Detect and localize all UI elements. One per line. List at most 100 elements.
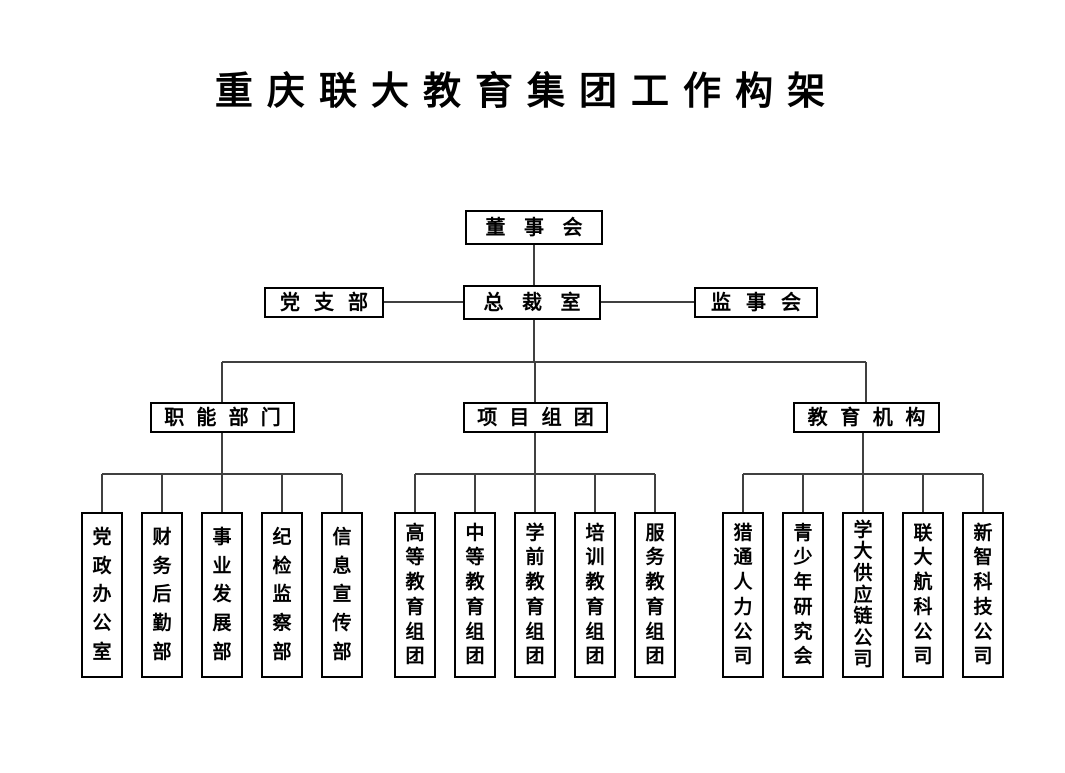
- org-box-party-admin-office: 党政办公室: [81, 512, 123, 678]
- label-char: 育: [405, 596, 425, 618]
- org-box-business-development-dept: 事业发展部: [201, 512, 243, 678]
- label-char: 室: [92, 642, 112, 664]
- label-char: 培: [585, 522, 605, 544]
- label-char: 研: [793, 596, 813, 618]
- label-char: 组: [465, 621, 485, 643]
- org-box-president-office: 总裁室: [463, 285, 601, 320]
- label-char: 团: [585, 646, 605, 668]
- label-char: 链: [853, 606, 873, 628]
- label-char: 大: [370, 71, 409, 113]
- label-char: 联: [913, 522, 933, 544]
- org-box-party-branch: 党支部: [264, 287, 384, 318]
- label-char: 务: [645, 547, 665, 569]
- label-char: 公: [733, 621, 753, 643]
- org-box-training-education-group: 培训教育组团: [574, 512, 616, 678]
- label-char: 团: [465, 646, 485, 668]
- page-title: 重庆联大教育集团工作构架: [0, 60, 1040, 115]
- label-char: 育: [840, 406, 861, 429]
- label-char: 职: [164, 406, 185, 429]
- label-char: 中: [465, 522, 485, 544]
- label-char: 育: [645, 596, 665, 618]
- label-char: 教: [645, 572, 665, 594]
- label-char: 项: [477, 406, 498, 429]
- label-char: 究: [793, 621, 813, 643]
- label-char: 宣: [332, 584, 352, 606]
- label-char: 会: [793, 646, 813, 668]
- org-box-discipline-inspection-dept: 纪检监察部: [261, 512, 303, 678]
- label-char: 组: [405, 621, 425, 643]
- label-char: 联: [318, 71, 357, 113]
- label-char: 能: [196, 406, 217, 429]
- label-char: 团: [405, 646, 425, 668]
- label-char: 总: [483, 291, 504, 314]
- label-char: 航: [913, 572, 933, 594]
- label-char: 构: [905, 406, 926, 429]
- label-char: 监: [272, 584, 292, 606]
- label-char: 事: [524, 216, 544, 239]
- label-char: 办: [92, 584, 112, 606]
- label-char: 部: [332, 642, 352, 664]
- label-char: 裁: [522, 291, 542, 314]
- label-char: 息: [332, 555, 352, 577]
- label-char: 事: [212, 526, 232, 548]
- label-char: 传: [332, 613, 352, 635]
- label-char: 纪: [272, 526, 292, 548]
- label-char: 会: [562, 216, 583, 239]
- label-char: 门: [260, 406, 281, 429]
- label-char: 服: [645, 522, 665, 544]
- label-char: 前: [525, 547, 545, 569]
- label-char: 团: [645, 646, 665, 668]
- label-char: 大: [853, 541, 873, 563]
- label-char: 团: [525, 646, 545, 668]
- label-char: 学: [853, 519, 873, 541]
- label-char: 作: [683, 71, 722, 113]
- org-box-service-education-group: 服务教育组团: [634, 512, 676, 678]
- label-char: 科: [913, 596, 933, 618]
- label-char: 供: [853, 562, 873, 584]
- label-char: 司: [853, 649, 873, 671]
- label-char: 部: [212, 642, 232, 664]
- label-char: 等: [405, 547, 425, 569]
- org-box-xueda-supply-chain-company: 学大供应链公司: [842, 512, 884, 678]
- label-char: 教: [525, 572, 545, 594]
- label-char: 司: [733, 646, 753, 668]
- label-char: 猎: [733, 522, 753, 544]
- label-char: 组: [645, 621, 665, 643]
- label-char: 勤: [152, 613, 172, 635]
- label-char: 青: [793, 522, 813, 544]
- label-char: 组: [541, 406, 562, 429]
- label-char: 教: [465, 572, 485, 594]
- label-char: 智: [973, 547, 993, 569]
- label-char: 监: [711, 291, 731, 314]
- label-char: 事: [746, 291, 766, 314]
- label-char: 通: [733, 547, 753, 569]
- label-char: 目: [509, 406, 530, 429]
- label-char: 部: [228, 406, 249, 429]
- label-char: 公: [913, 621, 933, 643]
- label-char: 公: [973, 621, 993, 643]
- label-char: 新: [973, 522, 993, 544]
- label-char: 年: [793, 572, 813, 594]
- label-char: 室: [560, 291, 581, 314]
- org-box-finance-logistics-dept: 财务后勤部: [141, 512, 183, 678]
- label-char: 育: [474, 71, 513, 113]
- org-box-board-of-directors: 董事会: [465, 210, 603, 245]
- label-char: 训: [585, 547, 605, 569]
- org-box-youth-research-association: 青少年研究会: [782, 512, 824, 678]
- label-char: 组: [585, 621, 605, 643]
- label-char: 财: [152, 526, 172, 548]
- label-char: 庆: [266, 71, 305, 113]
- org-box-lianda-hangke-company: 联大航科公司: [902, 512, 944, 678]
- label-char: 董: [485, 216, 506, 239]
- label-char: 人: [733, 572, 753, 594]
- label-char: 会: [781, 291, 801, 314]
- label-char: 育: [525, 596, 545, 618]
- label-char: 支: [314, 291, 334, 314]
- label-char: 司: [913, 646, 933, 668]
- org-box-higher-education-group: 高等教育组团: [394, 512, 436, 678]
- label-char: 集: [527, 71, 566, 113]
- label-char: 部: [272, 642, 292, 664]
- label-char: 司: [973, 646, 993, 668]
